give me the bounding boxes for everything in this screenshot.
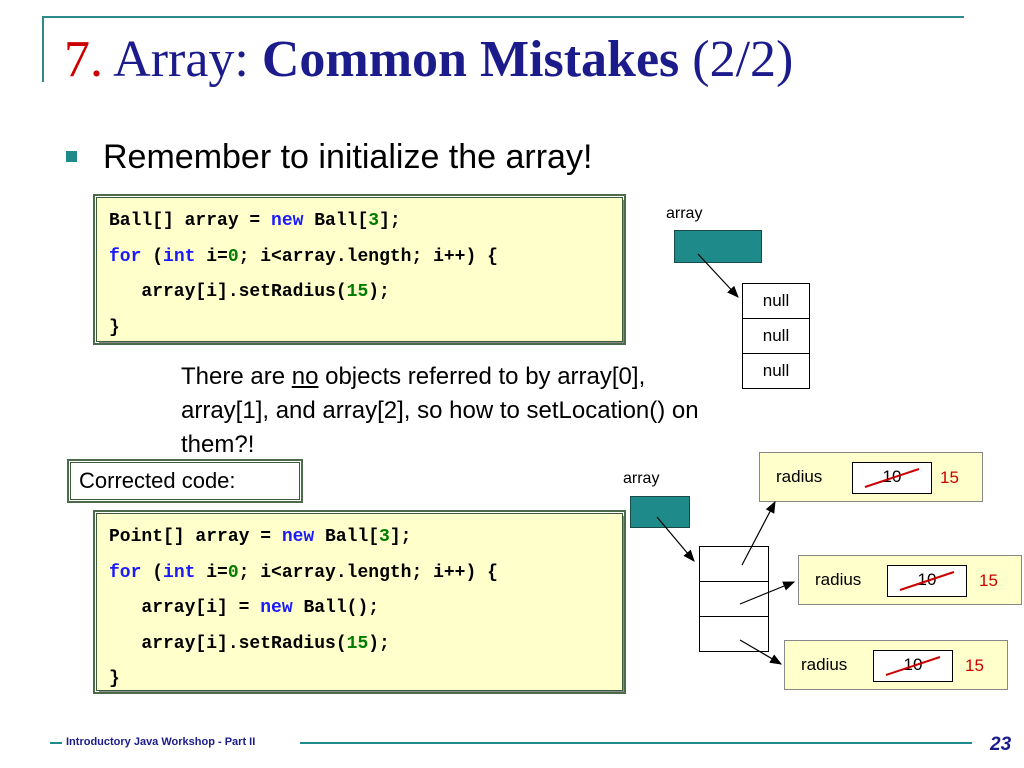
- ball-radius-label: radius: [801, 655, 848, 674]
- code-block-corrected: Point[] array = new Ball[3];for (int i=0…: [93, 510, 626, 694]
- old-radius-value: 10: [917, 570, 937, 589]
- explanation-post: objects referred to by array[0], array[1…: [181, 363, 699, 458]
- code-text: (: [141, 246, 164, 267]
- code-line: array[i].setRadius(15);: [109, 275, 610, 311]
- null-cell: null: [743, 319, 809, 354]
- strikethrough-mark: [864, 468, 920, 488]
- ball-radius-label: radius: [815, 570, 862, 589]
- explanation-pre: There are: [181, 363, 292, 390]
- page-number: 23: [990, 734, 1012, 755]
- title-frame-left-line: [42, 16, 44, 82]
- code-text: Ball();: [292, 598, 380, 618]
- slide-title: 7. Array: Common Mistakes (2/2): [64, 30, 793, 89]
- code-number: 3: [379, 527, 390, 547]
- code-text: );: [368, 633, 390, 654]
- explanation-text: There are no objects referred to by arra…: [181, 360, 721, 462]
- ball-object-1: radius 10 15: [759, 452, 983, 502]
- footer-line-left: [50, 742, 62, 744]
- ball-radius-label: radius: [776, 467, 823, 486]
- code-keyword: new: [271, 211, 304, 231]
- code-text: array[i].setRadius(: [109, 633, 347, 654]
- array-reference-box-1: [674, 230, 762, 263]
- code-text: ];: [389, 527, 412, 547]
- code-text: Ball[] array =: [109, 211, 272, 231]
- code-line: Ball[] array = new Ball[3];: [109, 204, 610, 240]
- footer-line-right: [300, 742, 972, 744]
- code-number: 15: [346, 282, 369, 302]
- code-text: );: [368, 282, 390, 302]
- reference-cell: [700, 582, 768, 617]
- code-keyword: new: [260, 598, 293, 618]
- footer-text: Introductory Java Workshop - Part II: [66, 736, 256, 748]
- code-text: Ball[: [303, 211, 369, 231]
- code-number: 0: [227, 246, 239, 267]
- code-text: ];: [379, 211, 401, 231]
- corrected-code-label: Corrected code:: [67, 459, 303, 503]
- ball-old-radius: 10: [873, 650, 953, 682]
- title-suffix: (2/2): [692, 31, 794, 88]
- ball-object-3: radius 10 15: [784, 640, 1008, 690]
- code-text: Ball[: [314, 527, 380, 547]
- code-text: array[i].setRadius(: [109, 282, 347, 302]
- strikethrough-mark: [899, 571, 955, 591]
- ball-new-radius: 15: [965, 656, 984, 675]
- title-number: 7.: [64, 31, 103, 88]
- strikethrough-mark: [885, 656, 941, 676]
- code-block-wrong: Ball[] array = new Ball[3];for (int i=0;…: [93, 194, 626, 345]
- code-text: (: [141, 562, 164, 583]
- title-prefix: Array:: [113, 31, 262, 88]
- code-keyword: int: [163, 562, 196, 583]
- code-text: i=: [195, 246, 228, 267]
- code-line: }: [109, 662, 610, 698]
- old-radius-value: 10: [882, 467, 902, 486]
- code-keyword: int: [163, 246, 196, 267]
- code-line: array[i].setRadius(15);: [109, 627, 610, 663]
- code-text: }: [109, 669, 120, 689]
- code-keyword: for: [109, 562, 142, 583]
- ball-old-radius: 10: [852, 462, 932, 494]
- bullet-item: Remember to initialize the array!: [66, 138, 592, 177]
- code-text: i=: [195, 562, 228, 583]
- old-radius-value: 10: [903, 655, 923, 674]
- code-text: ; i<array.length; i++) {: [238, 246, 498, 267]
- code-keyword: new: [281, 527, 315, 547]
- array-label-2: array: [623, 470, 660, 487]
- code-number: 0: [227, 562, 239, 583]
- code-text: Point[] array =: [109, 527, 282, 547]
- code-text: array[i] =: [109, 598, 261, 618]
- bullet-square-icon: [66, 150, 77, 162]
- code-line: }: [109, 311, 610, 347]
- code-keyword: for: [109, 246, 142, 267]
- code-line: for (int i=0; i<array.length; i++) {: [109, 556, 610, 592]
- bullet-text: Remember to initialize the array!: [103, 138, 593, 176]
- ball-new-radius: 15: [940, 468, 959, 487]
- reference-cell: [700, 617, 768, 651]
- code-number: 15: [346, 633, 369, 654]
- ball-old-radius: 10: [887, 565, 967, 597]
- null-cell: null: [743, 284, 809, 319]
- title-bold: Common Mistakes: [261, 31, 680, 88]
- array-label-1: array: [666, 205, 703, 222]
- reference-cell: [700, 547, 768, 582]
- title-frame-top-line: [42, 16, 964, 18]
- reference-array-cells: [699, 546, 769, 652]
- code-text: }: [109, 317, 120, 338]
- explanation-underlined: no: [291, 363, 319, 390]
- ball-new-radius: 15: [979, 571, 998, 590]
- code-number: 3: [368, 211, 380, 231]
- array-reference-box-2: [630, 496, 690, 528]
- code-line: Point[] array = new Ball[3];: [109, 520, 610, 556]
- null-array-cells: null null null: [742, 283, 810, 389]
- null-cell: null: [762, 361, 790, 380]
- code-text: ; i<array.length; i++) {: [238, 562, 498, 583]
- code-line: array[i] = new Ball();: [109, 591, 610, 627]
- ball-object-2: radius 10 15: [798, 555, 1022, 605]
- code-line: for (int i=0; i<array.length; i++) {: [109, 240, 610, 276]
